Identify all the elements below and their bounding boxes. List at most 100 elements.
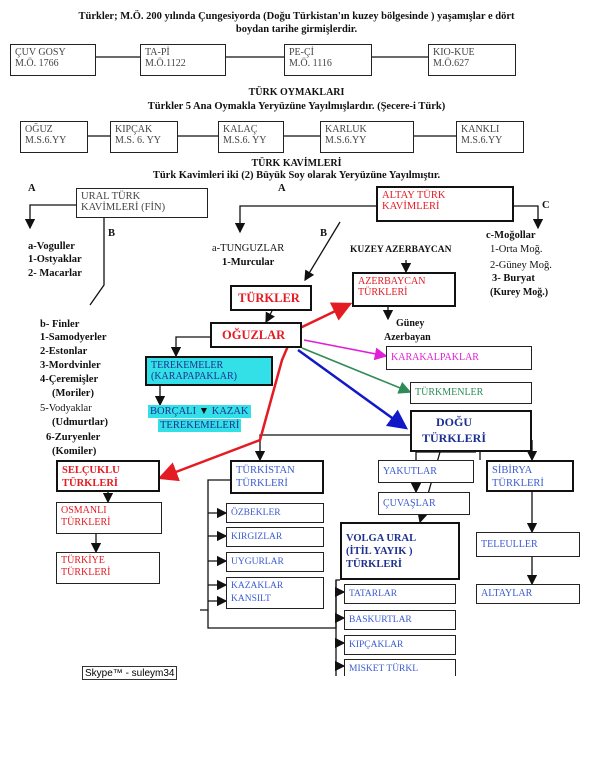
altaylar-label: ALTAYLAR [481, 588, 533, 599]
turkler-box: TÜRKLER [230, 285, 312, 311]
karakalpaklar-label: KARAKALPAKLAR [391, 352, 479, 363]
ozbekler-box: ÖZBEKLER [226, 503, 324, 523]
oymak-date: M.S.6.YY [461, 135, 503, 146]
ural-b-line-1: b- Finler [40, 319, 80, 330]
ural-b-line-10: (Komiler) [52, 446, 97, 457]
selcuklu-line-1: SELÇUKLU [62, 465, 120, 476]
tatarlar-label: TATARLAR [349, 589, 398, 599]
uygurlar-label: UYGURLAR [231, 557, 284, 567]
ural-a-line-3: 2- Macarlar [28, 268, 82, 279]
teleuller-label: TELEULLER [481, 539, 538, 550]
oymak-name: KARLUK [325, 124, 367, 135]
borcali-arrow-icon: ▼ [198, 406, 210, 417]
teleuller-box: TELEULLER [476, 532, 580, 557]
az-line-1: AZERBAYCAN [358, 276, 426, 287]
clan-name: TA-Pİ [145, 47, 170, 58]
volga-line-2: (İTİL YAYIK ) [346, 546, 413, 557]
ural-line-2: KAVİMLERİ (FİN) [81, 202, 166, 213]
ural-b-line-9: 6-Zuryenler [46, 432, 101, 443]
sibirya-line-2: TÜRKLERİ [492, 478, 544, 489]
letter-a-ural: A [28, 183, 36, 194]
ural-line-1: URAL TÜRK [81, 191, 141, 202]
volga-ural-box: VOLGA URAL (İTİL YAYIK ) TÜRKLERİ [340, 522, 460, 580]
oymak-date: M.S.6. YY [223, 135, 267, 146]
az-line-2: TÜRKLERİ [358, 287, 408, 298]
mogol-line-5: (Kurey Moğ.) [490, 287, 549, 298]
ozbekler-label: ÖZBEKLER [231, 508, 281, 518]
cuvaslar-label: ÇUVAŞLAR [383, 498, 436, 509]
connector-lines [24, 56, 544, 676]
ural-b-line-5: 4-Çeremişler [40, 374, 99, 385]
header-line-1: Türkler; M.Ö. 200 yılında Çungesiyorda (… [78, 11, 515, 22]
ural-b-line-6: (Moriler) [52, 388, 94, 399]
misket-label: MISKET TÜRKL [349, 664, 419, 674]
yakutlar-label: YAKUTLAR [383, 466, 437, 477]
turkler-label: TÜRKLER [238, 291, 300, 305]
borcali-line-2: KAZAK [211, 406, 249, 417]
turkiye-line-2: TÜRKLERİ [61, 567, 111, 578]
ural-b-line-4: 3-Mordvinler [40, 360, 101, 371]
mogol-line-2: 1-Orta Moğ. [490, 244, 543, 255]
terekeme-box: TEREKEMELER(KARAPAPAKLAR) [145, 356, 273, 386]
sibirya-line-1: SİBİRYA [492, 465, 533, 476]
tunguz-line-2: 1-Murcular [222, 257, 275, 268]
altaylar-box: ALTAYLAR [476, 584, 580, 604]
kavim-subtitle: Türk Kavimleri iki (2) Büyük Soy olarak … [152, 170, 441, 181]
kipcaklar-label: KIPÇAKLAR [349, 640, 404, 650]
ural-a-line-1: a-Voguller [28, 241, 75, 252]
borcali-label: BORÇALI ▼ KAZAK [148, 405, 251, 418]
mogol-line-4: 3- Buryat [492, 273, 535, 284]
tunguz-line-1: a-TUNGUZLAR [212, 243, 285, 254]
kansilt-label: KANSILT [231, 594, 271, 604]
kazaklar-box: KAZAKLAR KANSILT [226, 577, 324, 609]
selcuklu-line-2: TÜRKLERİ [62, 478, 119, 489]
kirgizlar-box: KIRGIZLAR [226, 527, 324, 547]
altay-line-1: ALTAY TÜRK [382, 190, 446, 201]
turkmenler-box: TÜRKMENLER [410, 382, 532, 404]
kazaklar-label: KAZAKLAR [231, 581, 284, 591]
osmanli-line-2: TÜRKLERİ [61, 517, 111, 528]
osmanli-line-1: OSMANLI [61, 505, 107, 516]
letter-a-altay: A [278, 183, 286, 194]
clan-date: M.Ö. 1116 [289, 58, 332, 69]
letter-b-altay: B [320, 228, 328, 239]
volga-line-1: VOLGA URAL [346, 533, 417, 544]
ural-b-line-2: 1-Samodyerler [40, 332, 107, 343]
oymak-subtitle: Türkler 5 Ana Oymakla Yeryüzüne Yayılmış… [147, 101, 446, 112]
kipcaklar-box: KIPÇAKLAR [344, 635, 456, 655]
guney-az-line-1: Güney [396, 318, 425, 329]
clan-name: PE-Çİ [289, 47, 314, 58]
oymak-name: KALAÇ [223, 124, 258, 135]
turkiye-line-1: TÜRKİYE [61, 555, 105, 566]
baskurtlar-box: BASKURTLAR [344, 610, 456, 630]
turkistan-line-1: TÜRKİSTAN [236, 465, 295, 476]
letter-b-ural: B [108, 228, 116, 239]
letter-c-altay: C [542, 200, 550, 211]
karakalpaklar-box: KARAKALPAKLAR [386, 346, 532, 370]
kirgizlar-label: KIRGIZLAR [231, 532, 283, 542]
mogol-line-3: 2-Güney Moğ. [490, 260, 552, 271]
dogu-line-1: DOĞU [436, 415, 472, 429]
kavim-title: TÜRK KAVİMLERİ [251, 158, 342, 169]
oymak-name: KANKLI [461, 124, 500, 135]
oymak-date: M.S.6.YY [325, 135, 367, 146]
selcuklu-turkleri-box: SELÇUKLU TÜRKLERİ [56, 460, 160, 492]
ural-a-line-2: 1-Ostyaklar [28, 254, 82, 265]
ural-b-line-7: 5-Vodyaklar [40, 403, 92, 414]
volga-line-3: TÜRKLERİ [346, 559, 403, 570]
sibirya-turkleri-box: SİBİRYA TÜRKLERİ [486, 460, 574, 492]
mogol-line-1: c-Moğollar [486, 230, 536, 241]
turkmenler-label: TÜRKMENLER [415, 387, 484, 398]
uygurlar-box: UYGURLAR [226, 552, 324, 572]
clan-date: M.Ö.627 [433, 58, 470, 69]
